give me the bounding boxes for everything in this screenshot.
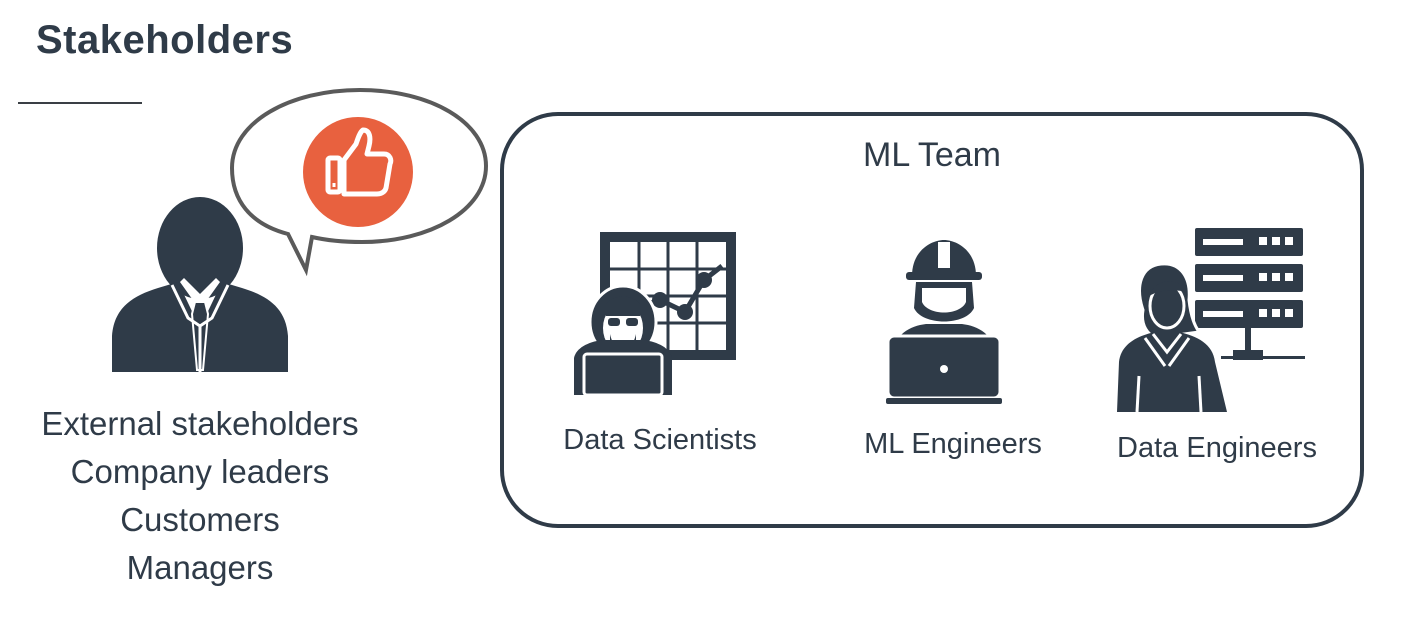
businessman-icon (112, 197, 288, 372)
stakeholder-item: Customers (120, 501, 280, 538)
ml-team-title: ML Team (863, 136, 1001, 174)
thumbs-up-icon (325, 127, 394, 197)
stakeholder-item: External stakeholders (41, 405, 359, 442)
ml-team-box: ML Team (500, 112, 1364, 528)
role-label-data-scientists: Data Scientists (563, 424, 757, 456)
thumbs-up-badge (303, 117, 413, 227)
role-label-data-engineers: Data Engineers (1117, 432, 1317, 464)
stakeholder-item: Company leaders (70, 453, 330, 490)
ml-engineer-icon (886, 240, 1002, 404)
stakeholder-list: External stakeholders Company leaders Cu… (0, 400, 400, 592)
title-divider (18, 102, 142, 104)
data-engineer-icon (1117, 228, 1305, 412)
page-title: Stakeholders (36, 18, 294, 62)
stakeholder-item: Managers (126, 549, 274, 586)
stakeholder-illustration (112, 88, 489, 372)
role-label-ml-engineers: ML Engineers (864, 428, 1042, 460)
data-scientist-icon (574, 232, 736, 395)
